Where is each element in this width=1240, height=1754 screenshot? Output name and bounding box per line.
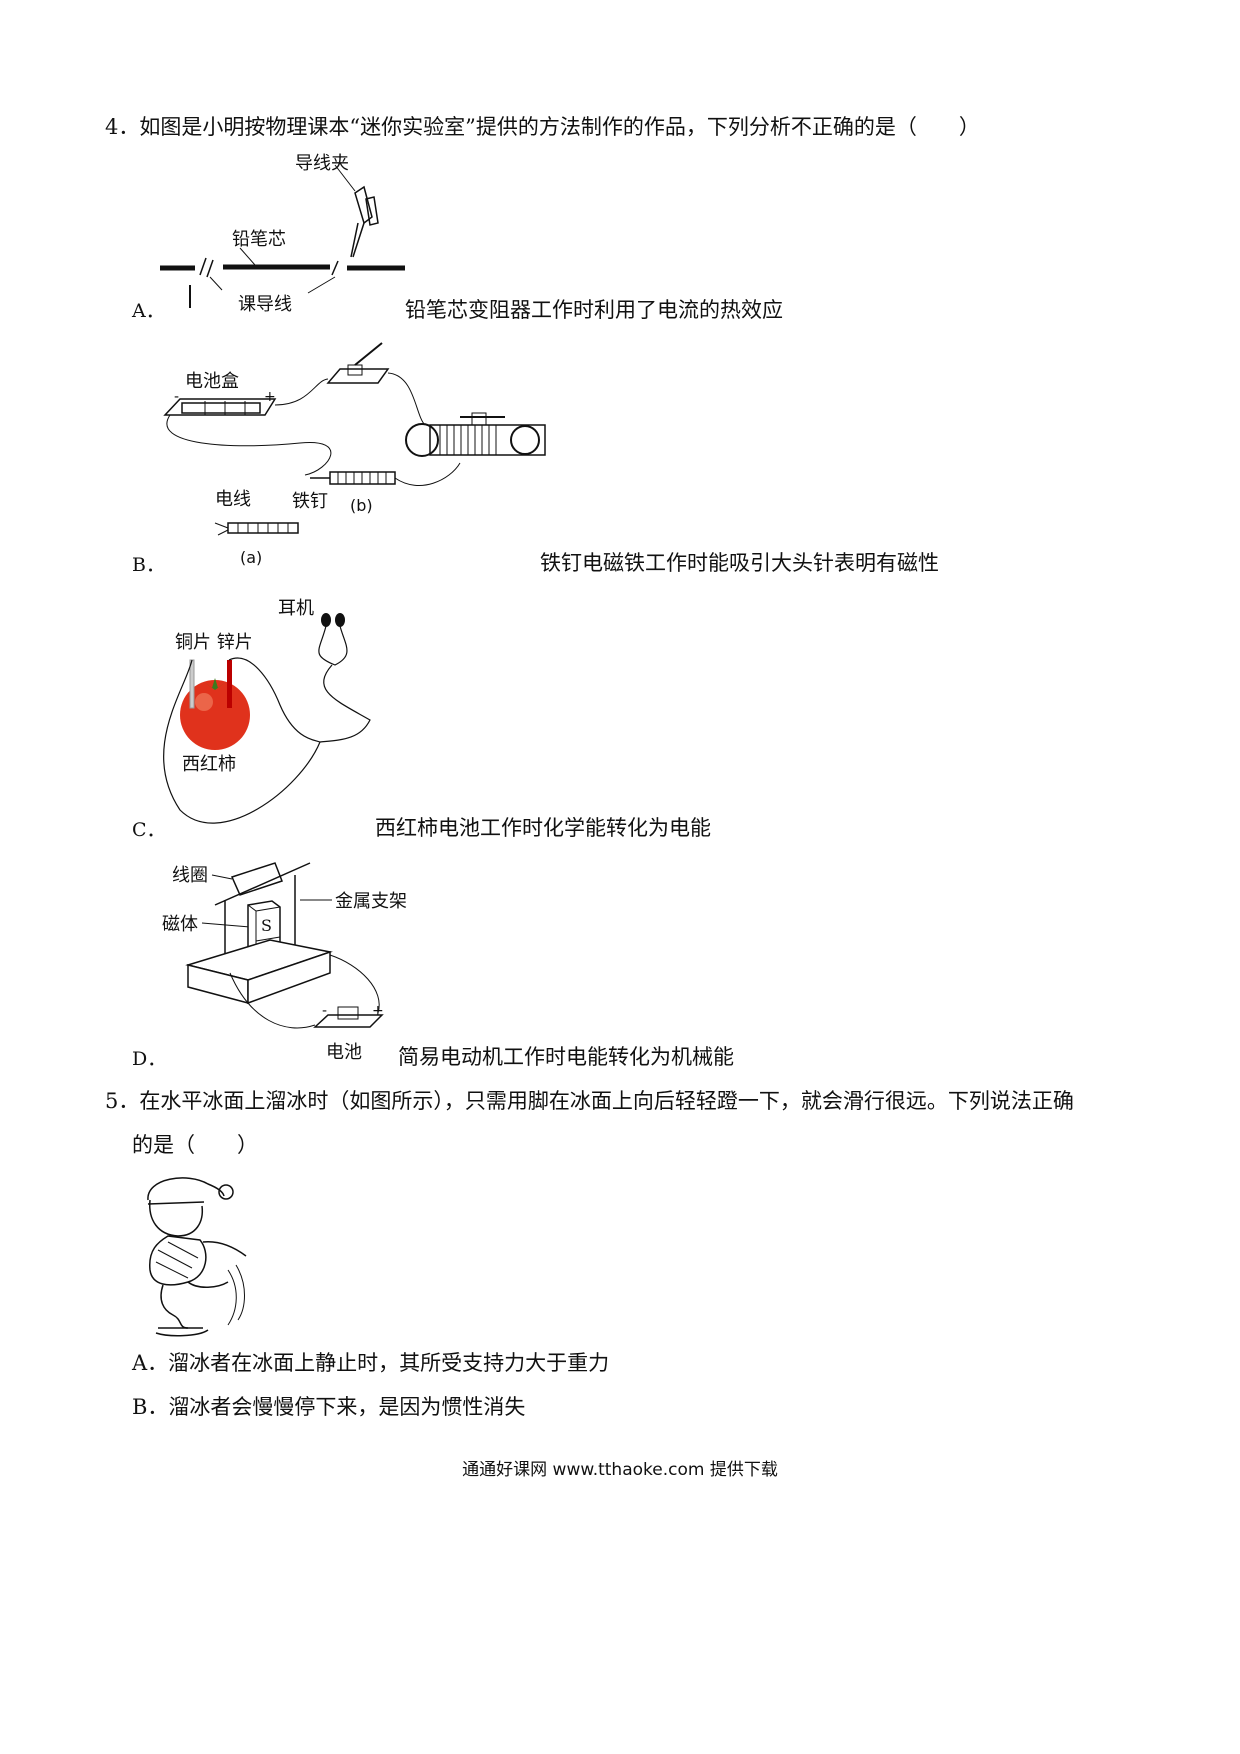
question-5-option-b: B．溜冰者会慢慢停下来，是因为惯性消失 <box>132 1392 525 1422</box>
label-b: (b) <box>350 496 373 515</box>
label-electric-wire: 电线 <box>215 489 251 510</box>
option-a-text: 溜冰者在冰面上静止时，其所受支持力大于重力 <box>168 1351 610 1375</box>
question-5-stem-line2: 的是（ ） <box>132 1133 258 1157</box>
label-battery-box: 电池盒 <box>185 371 239 392</box>
label-metal-frame: 金属支架 <box>335 891 407 912</box>
label-clip: 导线夹 <box>295 153 349 174</box>
label-battery: 电池 <box>326 1042 362 1063</box>
option-d-letter: D． <box>132 1048 167 1070</box>
option-b-text: 铁钉电磁铁工作时能吸引大头针表明有磁性 <box>540 551 939 575</box>
label-wire: 课导线 <box>238 294 292 315</box>
label-pencil-lead: 铅笔芯 <box>232 229 286 250</box>
label-copper-zinc-plates: 铜片 锌片 <box>175 632 253 653</box>
figure-simple-motor: 线圈 磁体 金属支架 S N - + 电池 <box>162 862 407 1063</box>
label-magnet: 磁体 <box>162 914 198 935</box>
label-plus: + <box>264 389 276 405</box>
option-b-letter: B． <box>132 554 165 576</box>
figure-tomato-battery: 耳机 铜片 锌片 西红柿 <box>163 598 371 824</box>
question-5-stem-line1: 5．在水平冰面上溜冰时（如图所示），只需用脚在冰面上向后轻轻蹬一下，就会滑行很远… <box>105 1089 1074 1113</box>
label-earphone: 耳机 <box>278 598 314 619</box>
figure-pencil-lead-rheostat: 导线夹 铅笔芯 课导线 <box>160 153 405 315</box>
option-c-text: 西红柿电池工作时化学能转化为电能 <box>375 816 711 840</box>
option-a-letter: A． <box>132 1351 169 1375</box>
option-b-letter: B． <box>132 1395 169 1419</box>
label-nail: 铁钉 <box>292 491 328 512</box>
question-5-option-a: A．溜冰者在冰面上静止时，其所受支持力大于重力 <box>132 1348 609 1378</box>
label-minus: - <box>174 389 179 405</box>
label-coil: 线圈 <box>172 865 208 886</box>
page-footer: 通通好课网 www.tthaoke.com 提供下载 <box>462 1460 778 1480</box>
option-c-letter: C． <box>132 819 166 841</box>
option-a-letter: A． <box>132 300 165 322</box>
label-s: S <box>261 916 272 935</box>
label-battery-minus: - <box>322 1003 327 1019</box>
label-a: (a) <box>240 548 262 567</box>
option-d-text: 简易电动机工作时电能转化为机械能 <box>398 1045 734 1069</box>
option-b-text: 溜冰者会慢慢停下来，是因为惯性消失 <box>168 1395 526 1419</box>
question-4-stem: 4．如图是小明按物理课本“迷你实验室”提供的方法制作的作品，下列分析不正确的是（… <box>105 115 980 139</box>
label-tomato: 西红柿 <box>182 754 236 775</box>
figure-nail-electromagnet: 电池盒 - + 铁钉 (b) 电线 (a) <box>163 342 546 567</box>
option-a-text: 铅笔芯变阻器工作时利用了电流的热效应 <box>405 298 783 322</box>
figure-ice-skater <box>147 1177 247 1337</box>
label-battery-plus: + <box>372 1003 384 1019</box>
